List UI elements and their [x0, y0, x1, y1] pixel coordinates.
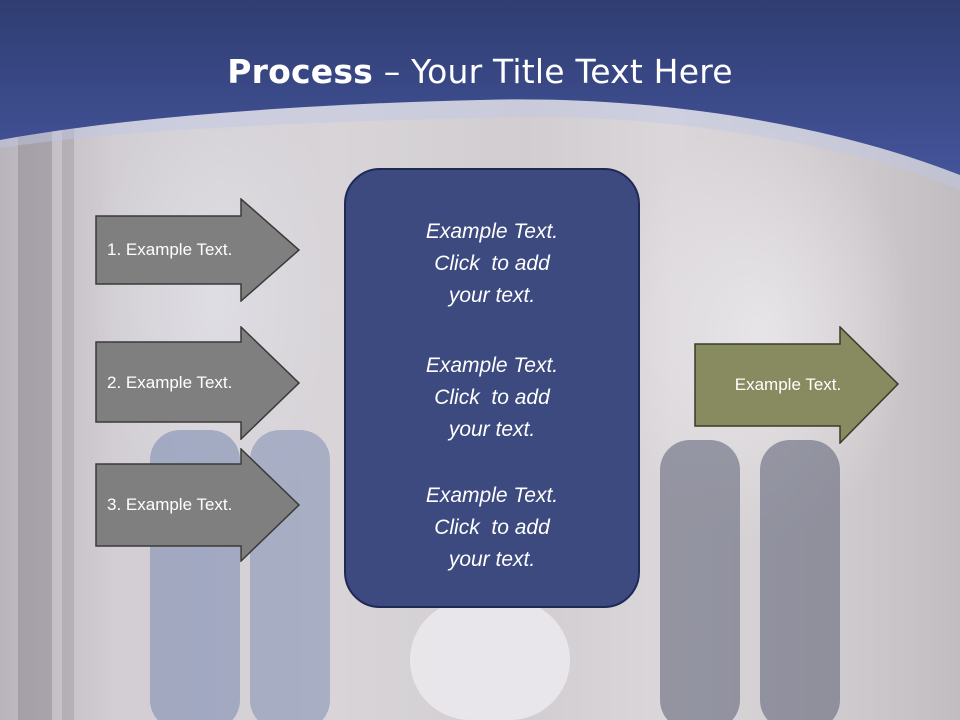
dark-jeans-shape: [760, 440, 840, 720]
center-text-box[interactable]: Example Text. Click to add your text. Ex…: [344, 168, 640, 608]
arrow-step-3[interactable]: 3. Example Text.: [95, 448, 301, 562]
title-bold: Process: [227, 52, 374, 91]
arrow-shape: [694, 326, 900, 444]
slide-title: Process – Your Title Text Here: [0, 52, 960, 91]
arrow-label: 2. Example Text.: [107, 373, 233, 392]
dark-jeans-shape: [660, 440, 740, 720]
arrow-shape: [95, 326, 301, 440]
tree-trunk: [62, 120, 74, 720]
header-band: [0, 0, 960, 190]
text-line: Example Text.: [425, 484, 559, 507]
text-line: your text.: [448, 284, 536, 307]
text-line: your text.: [448, 548, 536, 571]
arrow-label: 3. Example Text.: [107, 495, 233, 514]
title-rest: – Your Title Text Here: [373, 52, 733, 91]
tree-trunk: [18, 120, 52, 720]
arrow-shape: [95, 198, 301, 302]
arrow-step-1[interactable]: 1. Example Text.: [95, 198, 301, 302]
text-line: Example Text.: [425, 354, 559, 377]
text-line: Example Text.: [425, 220, 559, 243]
text-line: Click to add: [434, 252, 550, 275]
text-line: Click to add: [434, 386, 550, 409]
arrow-result[interactable]: Example Text.: [694, 326, 900, 444]
arrow-label: 1. Example Text.: [107, 240, 233, 259]
white-bag-shape: [410, 600, 570, 720]
text-block-3[interactable]: Example Text. Click to add your text.: [346, 480, 638, 576]
arrow-step-2[interactable]: 2. Example Text.: [95, 326, 301, 440]
text-line: Click to add: [434, 516, 550, 539]
arrow-label: Example Text.: [734, 375, 842, 394]
arrow-shape: [95, 448, 301, 562]
text-block-1[interactable]: Example Text. Click to add your text.: [346, 216, 638, 312]
text-line: your text.: [448, 418, 536, 441]
text-block-2[interactable]: Example Text. Click to add your text.: [346, 350, 638, 446]
